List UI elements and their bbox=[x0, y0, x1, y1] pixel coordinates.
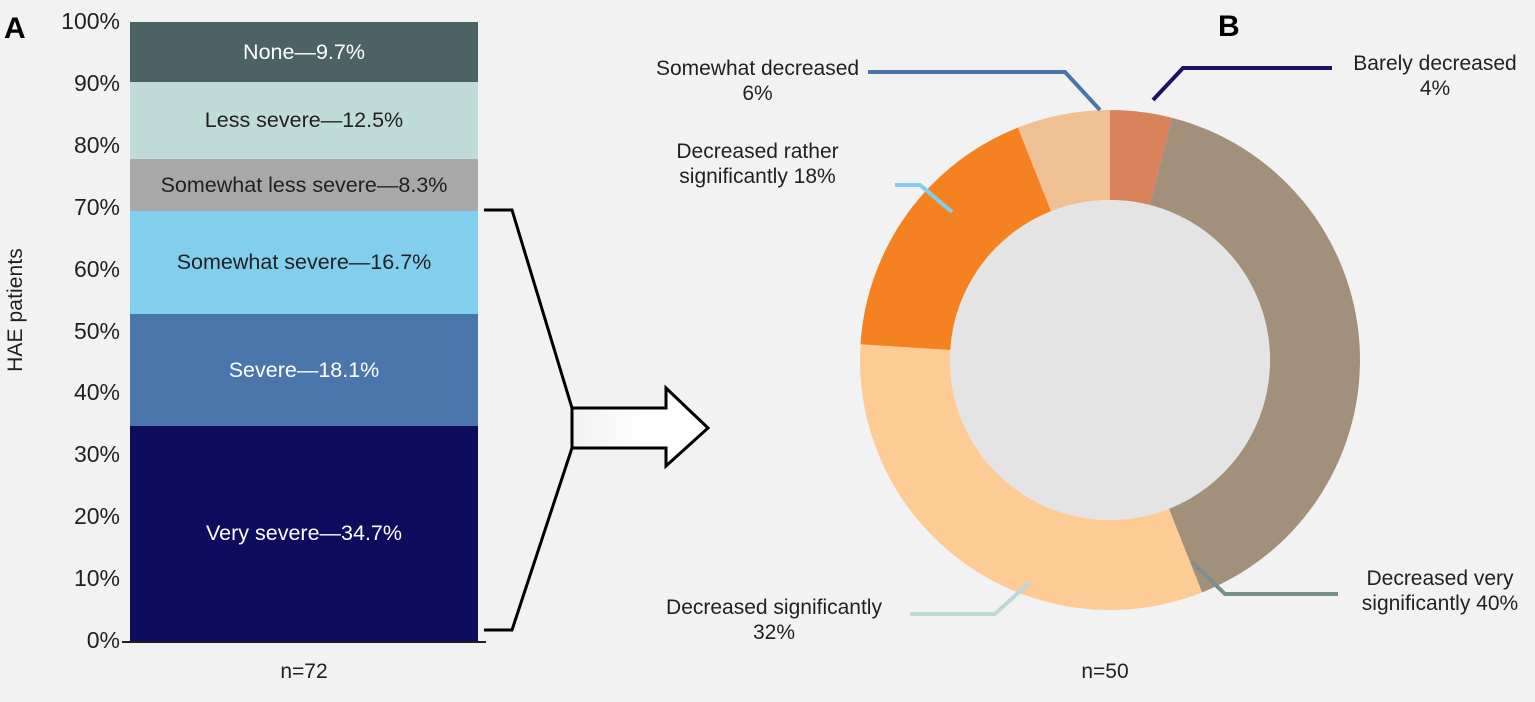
panel-a-label: A bbox=[4, 12, 26, 45]
donut-slice-group bbox=[859, 110, 1360, 610]
donut-slice bbox=[1149, 117, 1360, 593]
callout-somewhat-decreased: Somewhat decreased 6% bbox=[655, 57, 860, 105]
y-tick-label: 90% bbox=[73, 69, 120, 96]
bar-segment: Severe—18.1% bbox=[130, 314, 478, 427]
donut-slice bbox=[859, 344, 1203, 610]
y-tick-label: 100% bbox=[61, 8, 120, 34]
donut-slice bbox=[1110, 110, 1173, 206]
bar-segment: Very severe—34.7% bbox=[130, 426, 478, 641]
y-tick-label: 80% bbox=[73, 131, 120, 158]
leader-line-decreased-rather-significantly bbox=[895, 183, 954, 214]
callout-decreased-rather-significantly: Decreased rather significantly 18% bbox=[676, 140, 839, 188]
bar-segment: Less severe—12.5% bbox=[130, 82, 478, 160]
y-tick-label: 40% bbox=[73, 379, 120, 406]
y-tick-label: 10% bbox=[73, 565, 120, 592]
y-tick-label: 0% bbox=[86, 627, 120, 653]
y-tick-label: 60% bbox=[73, 255, 120, 282]
donut-graphic bbox=[859, 66, 1360, 616]
callout-decreased-very-significantly: Decreased very significantly 40% bbox=[1361, 567, 1519, 615]
stacked-bar: None—9.7%Less severe—12.5%Somewhat less … bbox=[130, 22, 478, 641]
leader-line-decreased-very-significantly bbox=[1190, 560, 1338, 596]
panel-b-donut-chart: B Somewhat decreased 6% Decreased rather… bbox=[600, 0, 1535, 702]
panel-b-label: B bbox=[1218, 10, 1240, 43]
y-axis-tick-labels: 100% 90% 80% 70% 60% 50% 40% 30% 20% 10% 0% bbox=[24, 0, 120, 702]
donut-center-hole bbox=[950, 200, 1270, 520]
callout-decreased-significantly: Decreased significantly 32% bbox=[666, 596, 882, 644]
panel-a-stacked-bar-chart: A HAE patients 100%90%80%70%60%50%40%30%… bbox=[0, 0, 600, 702]
x-axis-line bbox=[122, 641, 486, 643]
y-tick-label: 50% bbox=[73, 317, 120, 344]
donut-slice bbox=[860, 127, 1052, 350]
leader-line-decreased-significantly bbox=[910, 580, 1032, 616]
bar-segment: Somewhat severe—16.7% bbox=[130, 210, 478, 315]
y-tick-label: 20% bbox=[73, 503, 120, 530]
panel-a-sample-size: n=72 bbox=[280, 660, 328, 683]
connector-arrow bbox=[484, 208, 711, 632]
y-tick-label: 70% bbox=[73, 193, 120, 220]
bar-segment: Somewhat less severe—8.3% bbox=[130, 159, 478, 211]
leader-line-somewhat-decreased bbox=[868, 70, 1102, 112]
y-tick-label: 30% bbox=[73, 441, 120, 468]
callout-barely-decreased: Barely decreased 4% bbox=[1353, 52, 1517, 100]
bar-segment: None—9.7% bbox=[130, 22, 478, 83]
leader-line-barely-decreased bbox=[1151, 66, 1332, 102]
panel-b-sample-size: n=50 bbox=[1081, 660, 1129, 683]
leader-line-group bbox=[868, 66, 1338, 616]
donut-slice bbox=[1017, 110, 1110, 212]
